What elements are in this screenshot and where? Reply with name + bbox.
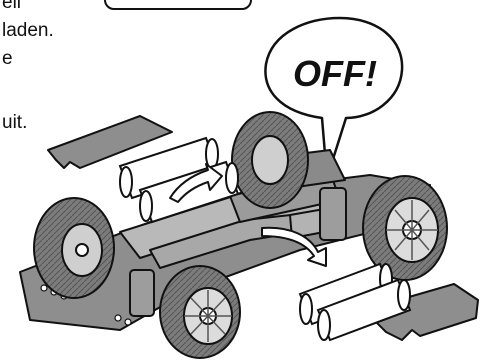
front-left-tire: [160, 266, 240, 358]
off-callout-text: OFF!: [293, 53, 377, 94]
rear-right-tire: [232, 112, 308, 208]
rear-left-tire: [34, 198, 114, 298]
front-right-tire: [363, 176, 447, 280]
